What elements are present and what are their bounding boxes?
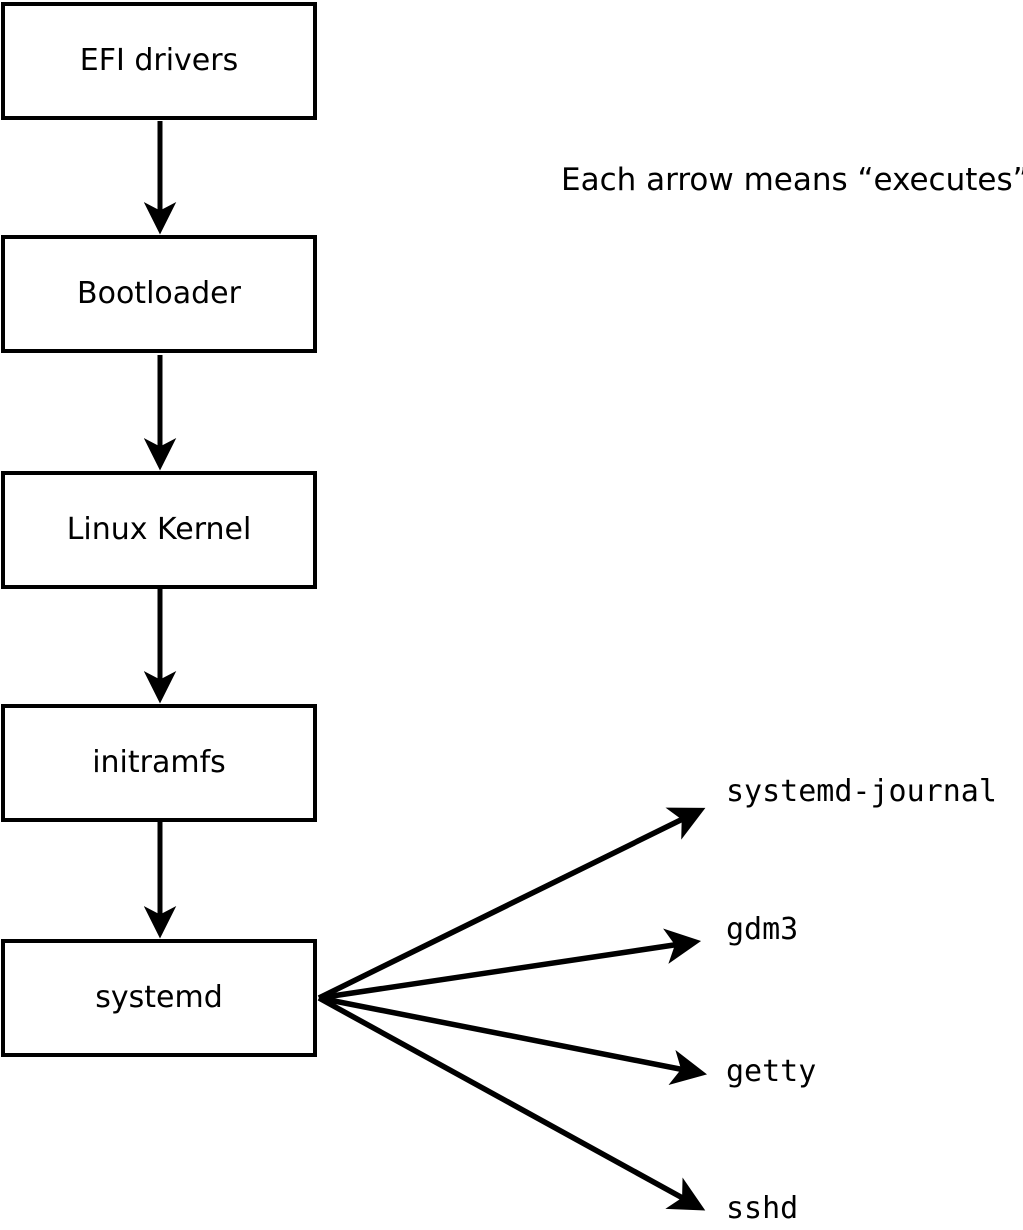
node-efi-drivers: EFI drivers bbox=[1, 2, 317, 120]
arrow-systemd-to-sshd bbox=[317, 995, 706, 1211]
node-systemd-label: systemd bbox=[95, 980, 223, 1015]
node-initramfs-label: initramfs bbox=[92, 745, 226, 780]
process-label-getty: getty bbox=[726, 1054, 817, 1089]
arrow-meaning-note: Each arrow means “executes”. bbox=[561, 162, 1023, 198]
node-linux-kernel-label: Linux Kernel bbox=[66, 512, 252, 547]
arrow-systemd-to-getty bbox=[318, 995, 708, 1086]
node-initramfs: initramfs bbox=[1, 704, 317, 822]
process-label-systemd-journal: systemd-journal bbox=[726, 774, 997, 809]
process-label-sshd: sshd bbox=[726, 1191, 799, 1226]
node-bootloader: Bootloader bbox=[1, 235, 317, 353]
arrow-systemd-to-systemd-journal bbox=[317, 807, 706, 1001]
arrow-systemd-to-gdm3 bbox=[318, 928, 702, 1001]
node-systemd: systemd bbox=[1, 939, 317, 1057]
node-linux-kernel: Linux Kernel bbox=[1, 471, 317, 589]
process-label-gdm3: gdm3 bbox=[726, 912, 799, 947]
node-bootloader-label: Bootloader bbox=[77, 276, 241, 311]
node-efi-drivers-label: EFI drivers bbox=[79, 43, 239, 78]
